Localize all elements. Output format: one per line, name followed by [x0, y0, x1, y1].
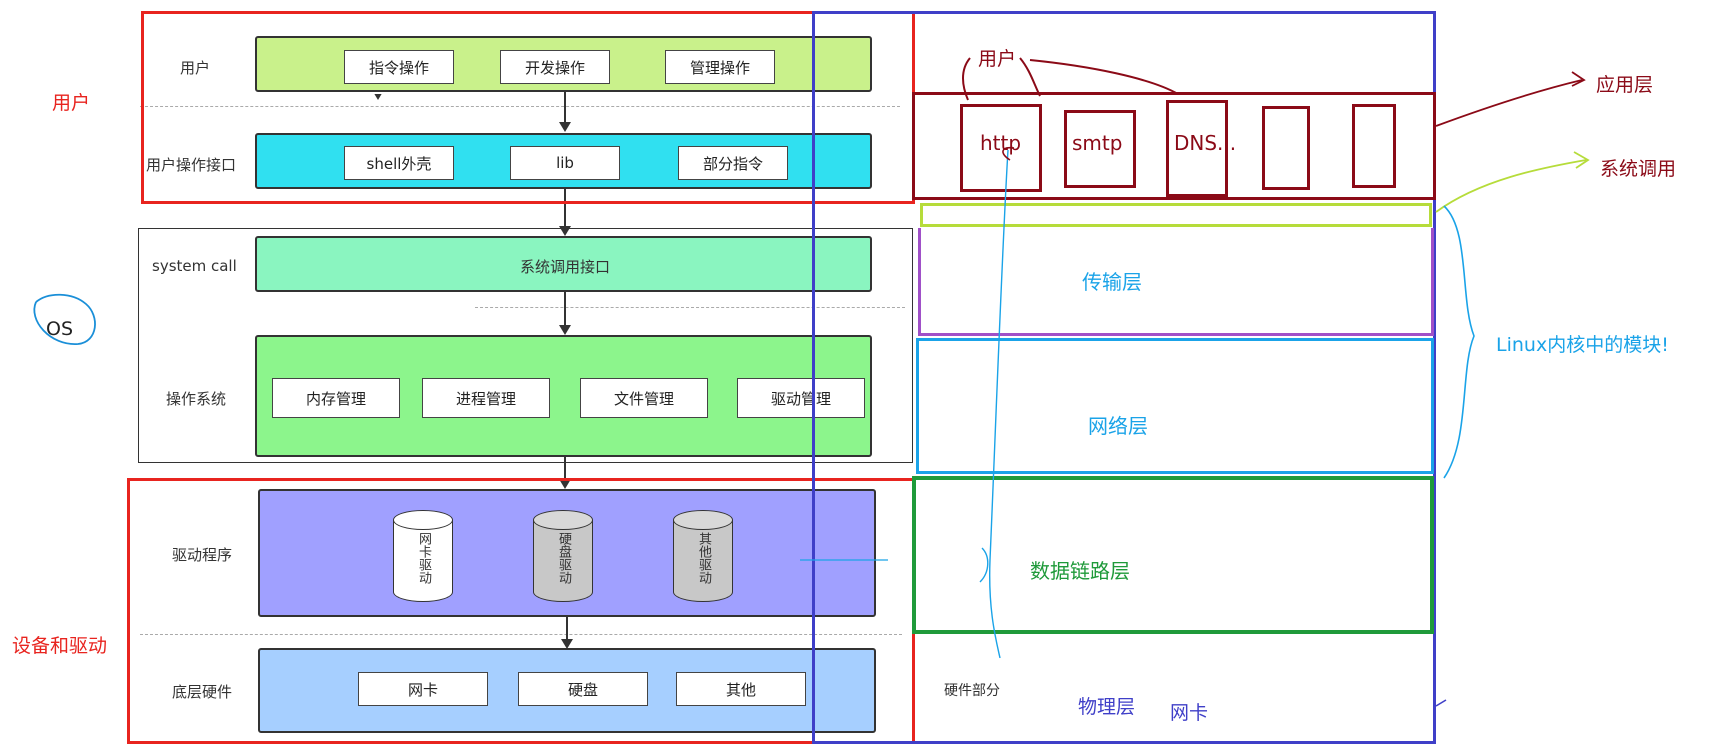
app-box-empty-1 [1262, 106, 1310, 190]
flow-line [564, 457, 566, 479]
app-box-empty-2 [1352, 104, 1396, 188]
network-frame [916, 338, 1434, 474]
hw-btn-other: 其他 [676, 672, 806, 706]
stack-user-label: 用户 [978, 48, 1017, 70]
syscall-arrow [1435, 159, 1587, 213]
cylinder-disk-driver: 硬盘驱动 [533, 510, 593, 610]
annot-app-layer: 应用层 [1596, 74, 1654, 96]
syscall-band [920, 203, 1432, 227]
datalink-frame [912, 476, 1434, 634]
system-call-bar [255, 236, 872, 292]
os-btn-driver: 驱动管理 [737, 378, 865, 418]
flow-arrow [559, 325, 571, 335]
hardware-part-label: 硬件部分 [944, 683, 1000, 699]
flow-line [564, 92, 566, 122]
system-call-label: system call [152, 257, 237, 275]
system-call-bar-text: 系统调用接口 [520, 258, 611, 276]
annot-user: 用户 [52, 92, 91, 114]
annot-os: OS [46, 318, 74, 340]
app-smtp-text: smtp [1072, 131, 1123, 155]
annot-kernel-modules: Linux内核中的模块! [1496, 334, 1669, 356]
arrow-small [374, 94, 382, 100]
app-layer-arrowhead [1571, 71, 1586, 87]
os-btn-memory: 内存管理 [272, 378, 400, 418]
cylinder-disk-driver-text: 硬盘驱动 [556, 532, 571, 584]
ui-btn-lib: lib [510, 146, 620, 180]
dashed-separator [475, 307, 905, 308]
ui-btn-shell: shell外壳 [344, 146, 454, 180]
os-layer-label: 操作系统 [166, 390, 227, 408]
network-label: 网络层 [1088, 414, 1148, 438]
app-dns-text: DNS... [1174, 131, 1237, 155]
cylinder-nic-driver-text: 网卡驱动 [416, 532, 431, 584]
kernel-brace [1443, 205, 1475, 479]
flow-line [566, 617, 568, 639]
user-btn-develop: 开发操作 [500, 50, 610, 84]
app-box-dns [1166, 100, 1228, 197]
driver-layer-label: 驱动程序 [172, 546, 233, 564]
flow-arrow [559, 226, 571, 236]
physical-mark [1435, 699, 1447, 707]
blue-frame [812, 11, 1436, 744]
cylinder-nic-driver: 网卡驱动 [393, 510, 453, 610]
app-layer-arrow [1435, 79, 1583, 127]
red-frame-devices [127, 478, 915, 744]
annot-syscall: 系统调用 [1600, 158, 1677, 180]
user-interface-label: 用户操作接口 [146, 156, 237, 174]
flow-line [564, 292, 566, 325]
flow-line [564, 189, 566, 226]
user-btn-manage: 管理操作 [665, 50, 775, 84]
cylinder-other-driver-text: 其他驱动 [696, 532, 711, 584]
dashed-separator [140, 106, 900, 107]
datalink-label: 数据链路层 [1030, 559, 1130, 583]
flow-arrow [559, 479, 571, 489]
hw-btn-disk: 硬盘 [518, 672, 648, 706]
red-frame-user [141, 11, 915, 204]
ui-btn-partial: 部分指令 [678, 146, 788, 180]
dashed-separator [140, 634, 902, 635]
user-layer-label: 用户 [180, 59, 211, 77]
transport-label: 传输层 [1082, 270, 1142, 294]
user-btn-command: 指令操作 [344, 50, 454, 84]
os-btn-process: 进程管理 [422, 378, 550, 418]
app-box-smtp [1064, 110, 1136, 188]
transport-frame [918, 228, 1434, 336]
syscall-arrowhead [1573, 151, 1590, 169]
os-btn-file: 文件管理 [580, 378, 708, 418]
app-http-text: http [980, 131, 1022, 155]
os-frame [138, 228, 913, 463]
hardware-layer-label: 底层硬件 [172, 683, 233, 701]
physical-label: 物理层 [1078, 696, 1136, 718]
hw-btn-nic: 网卡 [358, 672, 488, 706]
cylinder-other-driver: 其他驱动 [673, 510, 733, 610]
flow-arrow [559, 122, 571, 132]
annot-devices: 设备和驱动 [12, 635, 108, 657]
flow-arrow [561, 639, 573, 649]
nic-label: 网卡 [1170, 702, 1209, 724]
